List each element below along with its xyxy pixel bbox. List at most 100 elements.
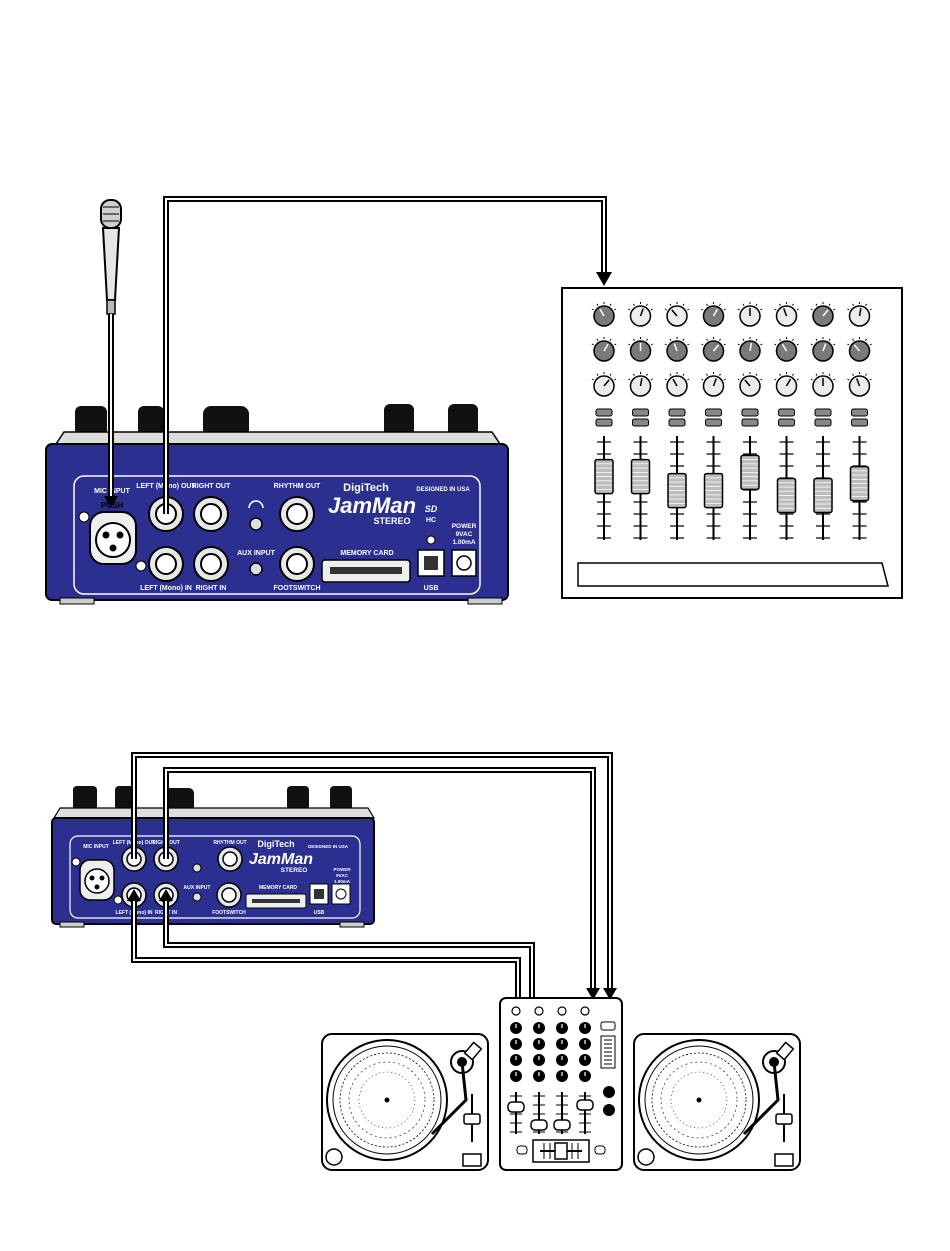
mixer-knob-tick [706,338,708,341]
mixer-mute-button[interactable] [632,408,649,417]
mixer-knob-tick [609,338,612,341]
dj-input-jack[interactable] [557,1006,567,1016]
sd-logo: SD [425,504,438,514]
mixer-knob-tick [719,303,721,306]
mixer-knob-tick [614,308,617,311]
u2-aux-input-jack[interactable] [192,892,202,902]
mixer-knob-tick [682,373,685,376]
dj-input-jack[interactable] [580,1006,590,1016]
dj-booth-knob[interactable] [603,1104,615,1116]
mixer-knob-tick [847,343,850,346]
mixer-knob-tick [774,343,777,346]
mixer-knob-pointer [603,343,609,352]
mixer-solo-button[interactable] [741,418,759,427]
mixer-knob-tick [664,308,667,311]
dj-right-button[interactable] [594,1145,606,1155]
mixer-knob-tick [650,378,653,381]
mixer-knob-tick [614,343,617,346]
mixer-mute-button[interactable] [778,408,795,417]
mixer-solo-button[interactable] [668,418,686,427]
mixer-knob-tick [774,308,777,311]
mixer-knob-tick [687,343,690,346]
dj-input-jack[interactable] [511,1006,521,1016]
mixer-knob-tick [614,378,617,381]
mixer-solo-button[interactable] [778,418,795,427]
mixer-knob-tick [701,343,704,346]
mixer-knob-tick [810,378,813,381]
mixer-knob-tick [742,303,745,306]
mixer-knob-tick [609,373,612,376]
mixer-knob-tick [682,338,685,341]
mixer-mute-button[interactable] [668,408,686,417]
u2-headphone-jack[interactable] [192,863,202,873]
mixer-knob-tick [646,373,648,376]
footswitch-jack[interactable] [279,546,315,582]
mixer-knob-tick [669,373,672,376]
dj-fader-cap[interactable] [576,1099,594,1111]
left-in-jack[interactable] [148,546,184,582]
aux-input-jack[interactable] [249,562,263,576]
mixer-knob-tick [869,378,872,381]
power-voltage-label: 9VAC [456,531,473,538]
mixer-knob-tick [760,308,763,311]
dj-fader-cap[interactable] [530,1119,548,1131]
left-in-label: LEFT (Mono) IN [140,585,192,592]
right-in-label: RIGHT IN [196,585,227,592]
u2-footswitch-jack[interactable] [216,882,242,908]
mixer-knob-tick [646,303,648,306]
power-knob-right[interactable] [637,1148,655,1166]
mixer-mute-button[interactable] [741,408,759,417]
mixer-solo-button[interactable] [595,418,613,427]
mixer-knob-tick [833,378,836,381]
mixer-solo-button[interactable] [632,418,649,427]
mixer-mute-button[interactable] [814,408,832,417]
mixer-knob-pointer [853,344,861,352]
memory-card-label: MEMORY CARD [340,550,393,557]
dj-fader-cap[interactable] [507,1101,525,1113]
mixer-knob-tick [815,373,818,376]
u2-usb-label: USB [314,910,325,916]
mixer-knob-tick [792,338,794,341]
jamman-unit-bottom: MIC INPUT LEFT (Mono) OUT RIGHT OUT RHYT… [51,786,376,928]
u2-rhythm-out-jack[interactable] [217,846,243,872]
dj-fader-cap[interactable] [553,1119,571,1131]
mixing-console [561,287,903,599]
mixer-knob-tick [701,378,704,381]
power-knob-left[interactable] [325,1148,343,1166]
mixer-knob-pointer [783,308,788,317]
power-jack[interactable] [451,549,477,577]
dj-left-button[interactable] [516,1145,528,1155]
jamman-unit-top: MIC INPUT PUSH LEFT (Mono) OUT RIGHT OUT… [45,404,509,605]
mixer-solo-button[interactable] [705,418,722,427]
mixer-knob-pointer [673,343,678,352]
mixer-knob-tick [742,373,745,376]
start-button-right[interactable] [774,1153,794,1167]
dj-input-jack[interactable] [534,1006,544,1016]
right-out-jack[interactable] [193,496,229,532]
start-button-left[interactable] [462,1153,482,1167]
mixer-solo-button[interactable] [814,418,832,427]
dj-crossfader[interactable] [532,1139,590,1163]
rhythm-out-jack[interactable] [279,496,315,532]
mixer-knob-tick [810,343,813,346]
mixer-mute-button[interactable] [595,408,613,417]
model-sub-logo: STEREO [373,516,410,526]
mixer-knob-tick [596,373,599,376]
u2-xlr-input-jack[interactable] [79,859,115,901]
mixer-knob-tick [628,308,631,311]
headphone-jack[interactable] [249,517,263,531]
mixer-knob-tick [760,343,763,346]
mixer-knob-tick [633,303,635,306]
mixer-solo-button[interactable] [851,418,868,427]
dj-master-knob[interactable] [603,1086,615,1098]
mixer-knob-tick [737,308,740,311]
mixer-knob-tick [723,378,726,381]
mixer-knob-tick [755,303,758,306]
mixer-mute-button[interactable] [705,408,722,417]
mixer-knob-tick [687,378,690,381]
mixer-mute-button[interactable] [851,408,868,417]
right-in-jack[interactable] [193,546,229,582]
mixer-knob-tick [701,308,704,311]
xlr-input-jack[interactable] [89,511,137,565]
